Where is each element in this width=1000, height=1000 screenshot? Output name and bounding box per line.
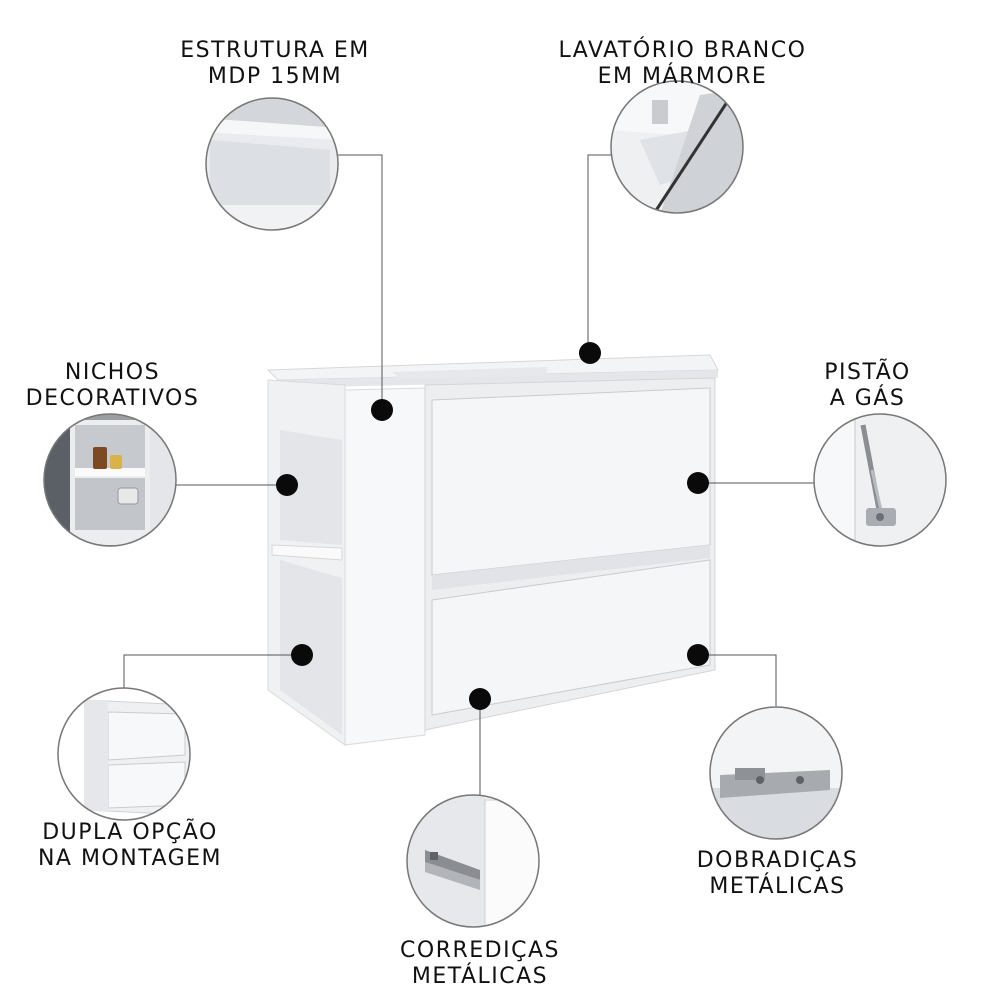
- marker-dot: [276, 474, 298, 496]
- detail-dobradicas-image: [709, 706, 843, 840]
- marker-dot: [291, 644, 313, 666]
- connector-lines: [123, 154, 818, 795]
- detail-estrutura-image: [205, 97, 339, 231]
- label-line: EM MÁRMORE: [597, 64, 768, 89]
- cabinet: [266, 354, 719, 746]
- marker-dots: [276, 342, 709, 710]
- label-line: A GÁS: [829, 386, 906, 411]
- detail-lavatorio-image: [610, 80, 744, 214]
- marker-dot: [579, 342, 601, 364]
- marker-dot: [687, 644, 709, 666]
- label-estrutura: ESTRUTURA EM MDP 15MM: [175, 38, 375, 90]
- label-line: CORREDIÇAS: [400, 938, 560, 963]
- marker-dot: [371, 399, 393, 421]
- label-line: DOBRADIÇAS: [696, 848, 859, 873]
- detail-corredicas-image: [406, 794, 540, 928]
- label-line: DECORATIVOS: [25, 386, 200, 411]
- label-line: METÁLICAS: [411, 964, 549, 989]
- label-line: DUPLA OPÇÃO: [42, 820, 218, 845]
- label-line: LAVATÓRIO BRANCO: [558, 38, 807, 63]
- label-line: METÁLICAS: [709, 874, 846, 899]
- label-dupla: DUPLA OPÇÃO NA MONTAGEM: [30, 820, 230, 872]
- label-line: NICHOS: [64, 360, 161, 385]
- detail-pistao-image: [813, 413, 947, 547]
- marker-dot: [687, 472, 709, 494]
- label-corredicas: CORREDIÇAS METÁLICAS: [390, 938, 570, 990]
- label-pistao: PISTÃO A GÁS: [810, 360, 925, 412]
- label-line: ESTRUTURA EM: [180, 38, 370, 63]
- marker-dot: [469, 688, 491, 710]
- detail-dupla-image: [57, 687, 191, 821]
- label-dobradicas: DOBRADIÇAS METÁLICAS: [690, 848, 865, 900]
- label-nichos: NICHOS DECORATIVOS: [20, 360, 205, 412]
- detail-nichos-image: [43, 413, 177, 547]
- label-line: PISTÃO: [824, 360, 911, 385]
- label-lavatorio: LAVATÓRIO BRANCO EM MÁRMORE: [555, 38, 810, 90]
- label-line: NA MONTAGEM: [37, 846, 223, 871]
- label-line: MDP 15MM: [207, 64, 343, 89]
